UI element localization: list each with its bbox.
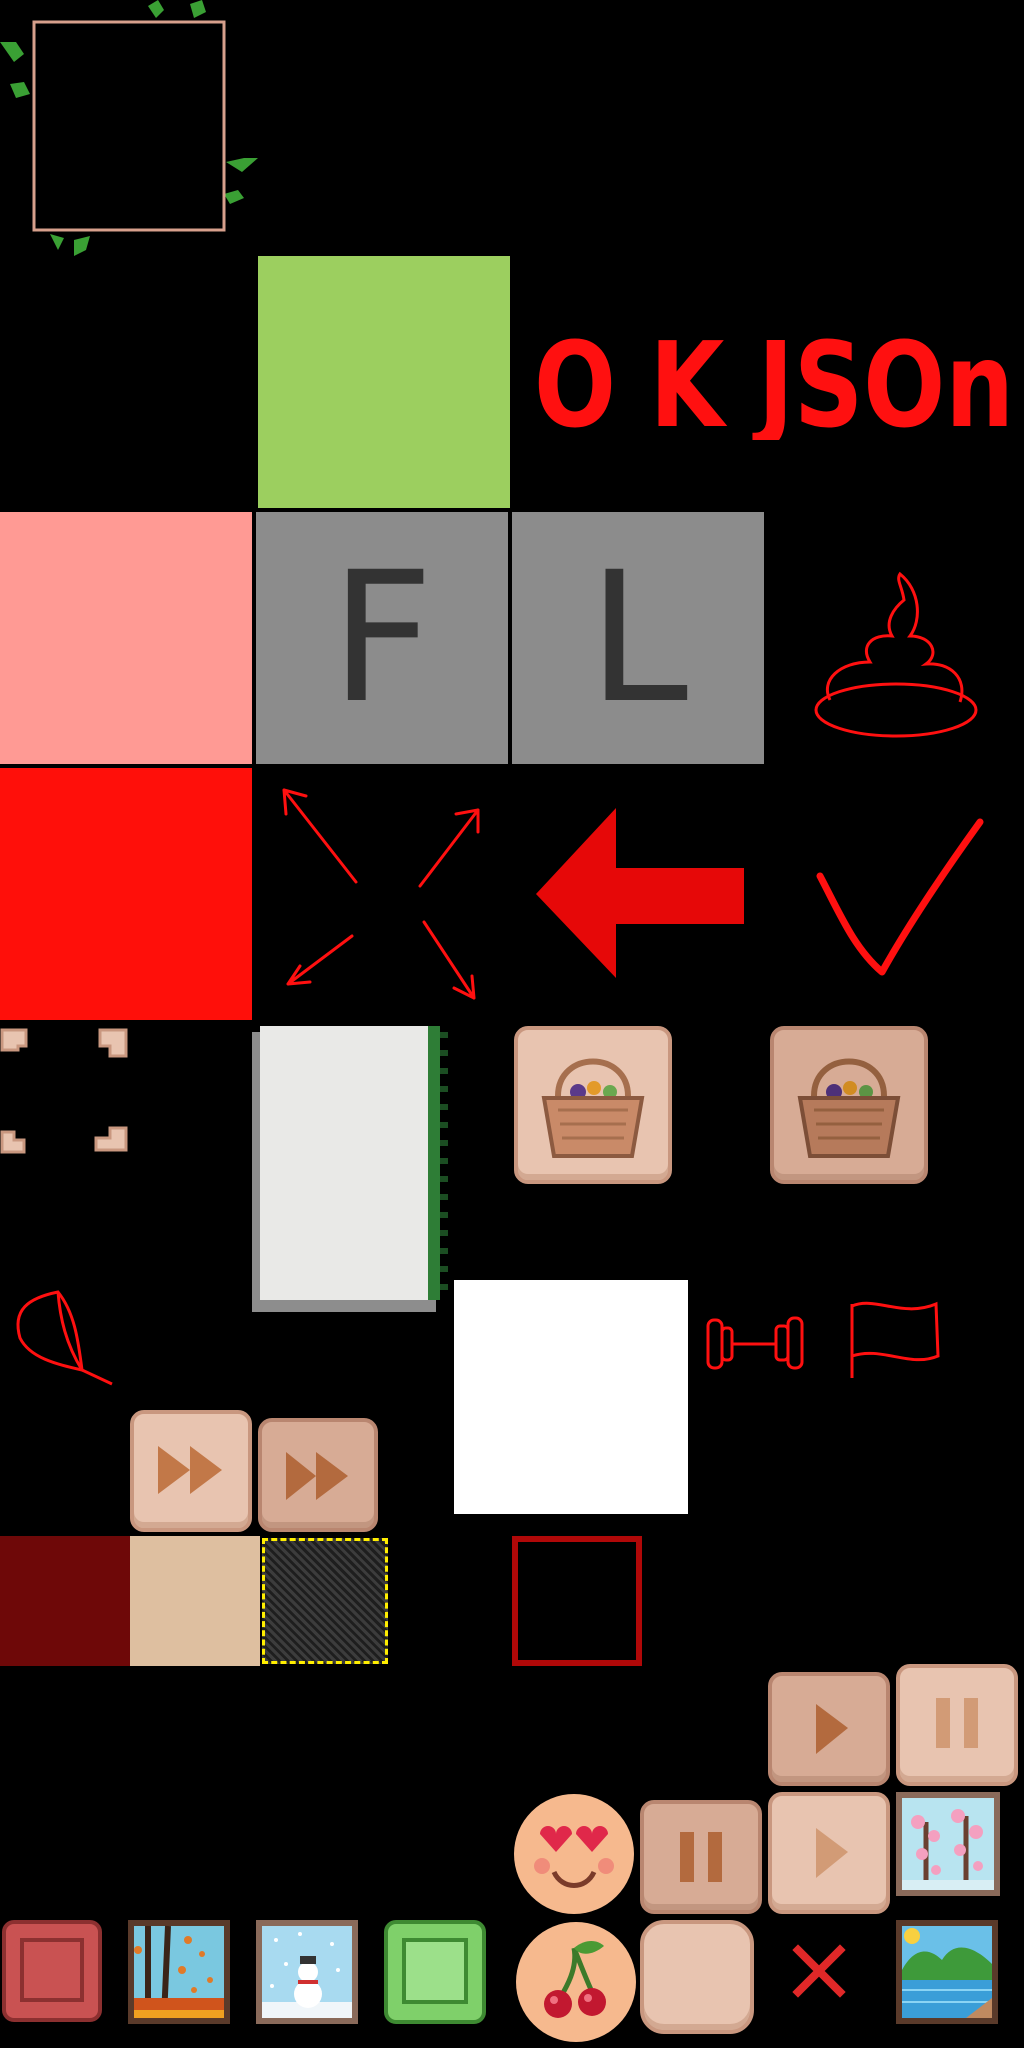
fast-forward-button[interactable] (130, 1410, 252, 1532)
lake-picture (896, 1920, 998, 2024)
letter-f-label: F (330, 533, 434, 743)
fast-forward-button-pressed[interactable] (258, 1418, 378, 1532)
heart-eyes-face-icon (510, 1790, 638, 1918)
pause-button[interactable] (896, 1664, 1018, 1786)
white-tile (454, 1280, 688, 1514)
pause-icon (936, 1698, 978, 1748)
basket-button-pressed[interactable] (770, 1026, 928, 1184)
blank-button[interactable] (640, 1920, 754, 2034)
selection-hatch (262, 1538, 388, 1664)
expand-arrows-icon (270, 780, 490, 1010)
red-outline-square (512, 1536, 642, 1666)
flag-icon (846, 1298, 942, 1382)
letter-l-label: L (587, 533, 689, 743)
tan-swatch (130, 1536, 260, 1666)
green-square-button[interactable] (384, 1920, 486, 2024)
autumn-picture (128, 1920, 230, 2024)
letter-l-tile: L (512, 512, 764, 764)
close-x-icon[interactable] (792, 1944, 846, 1998)
letter-f-tile: F (256, 512, 508, 764)
play-icon (816, 1828, 848, 1878)
fast-forward-icon (286, 1452, 348, 1500)
poop-icon (800, 550, 990, 750)
basket-icon (541, 1058, 645, 1158)
pause-button-pressed[interactable] (640, 1800, 762, 1914)
pause-icon (680, 1832, 722, 1882)
green-tile (258, 256, 510, 508)
play-icon (816, 1704, 848, 1754)
corner-brackets-icon (0, 1024, 134, 1156)
cherry-cookie-icon (512, 1918, 640, 2046)
left-arrow-icon (534, 808, 744, 978)
basket-icon (797, 1058, 901, 1158)
red-tile (0, 768, 252, 1020)
snowman-picture (256, 1920, 358, 2024)
red-square-button[interactable] (2, 1920, 102, 2022)
play-button-alt[interactable] (768, 1792, 890, 1914)
fast-forward-icon (158, 1446, 222, 1494)
svg-text:O K JSOn: O K JSOn (534, 316, 1014, 440)
dumbbell-icon (704, 1310, 804, 1376)
cherry-blossom-picture (896, 1792, 1000, 1896)
notepad-panel (252, 1026, 452, 1312)
ok-json-scribble: O K JSOn (530, 310, 1020, 440)
leaf-frame-icon (0, 0, 260, 260)
pink-tile (0, 512, 252, 764)
play-button[interactable] (768, 1672, 890, 1786)
leaf-outline-icon (8, 1288, 118, 1388)
check-icon (810, 818, 990, 978)
basket-button[interactable] (514, 1026, 672, 1184)
dark-red-swatch (0, 1536, 130, 1666)
